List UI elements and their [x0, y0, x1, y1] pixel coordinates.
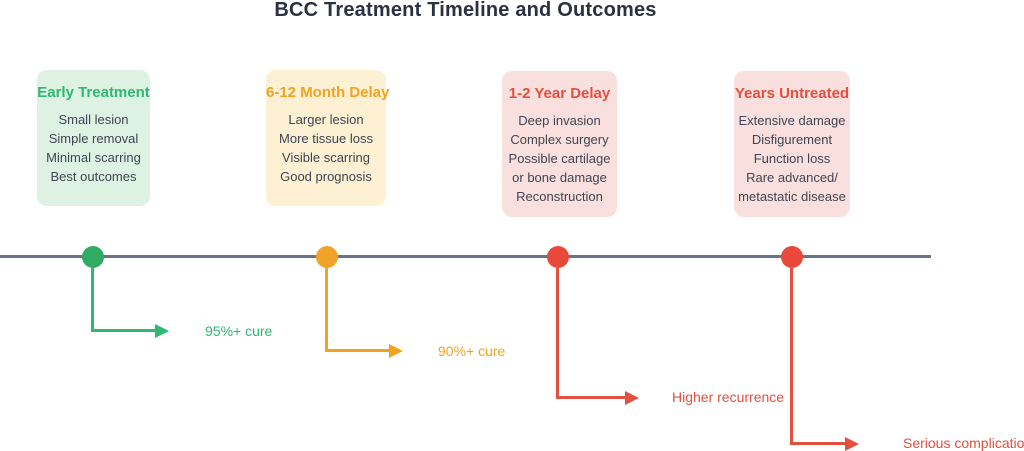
stage-card-title: Years Untreated [734, 85, 850, 102]
arrowhead-icon [155, 323, 169, 338]
arrow-1-2-year-delay [556, 268, 559, 398]
outcome-label-serious-complication: Serious complication [903, 435, 1024, 451]
milestone-dot-years-untreated [781, 246, 803, 268]
arrow-6-12-month-delay [325, 349, 389, 352]
outcome-label-95-cure: 95%+ cure [205, 323, 273, 339]
stage-card-1-2-year-delay: 1-2 Year Delay Deep invasion Complex sur… [502, 71, 617, 217]
stage-card-line: Extensive damage [738, 113, 846, 128]
arrow-early-treatment [91, 329, 155, 332]
stage-card-line: More tissue loss [279, 131, 373, 146]
arrowhead-icon [625, 390, 639, 405]
stage-card-line: metastatic disease [738, 189, 846, 204]
stage-card-years-untreated: Years Untreated Extensive damage Disfigu… [734, 71, 850, 217]
stage-card-line: or bone damage [512, 170, 607, 185]
stage-card-line: Function loss [753, 151, 831, 166]
stage-card-line: Possible cartilage [508, 151, 611, 166]
stage-card-title: Early Treatment [37, 84, 150, 101]
stage-card-line: Deep invasion [518, 113, 601, 128]
milestone-dot-1-2-year-delay [547, 246, 569, 268]
arrow-early-treatment [91, 268, 94, 331]
stage-card-line: Reconstruction [516, 189, 603, 204]
diagram-title: BCC Treatment Timeline and Outcomes [274, 0, 657, 21]
outcome-label-90-cure: 90%+ cure [438, 343, 506, 359]
stage-card-title: 6-12 Month Delay [266, 84, 390, 101]
arrow-years-untreated [790, 268, 793, 444]
milestone-dot-6-12-month-delay [316, 246, 338, 268]
stage-card-line: Minimal scarring [46, 150, 141, 165]
arrowhead-icon [389, 343, 403, 358]
stage-card-6-12-month-delay: 6-12 Month Delay Larger lesion More tiss… [266, 70, 390, 206]
stage-card-line: Small lesion [58, 112, 129, 127]
timeline-axis [0, 255, 931, 258]
stage-card-line: Good prognosis [280, 169, 372, 184]
stage-card-line: Visible scarring [282, 150, 370, 165]
stage-card-line: Larger lesion [288, 112, 364, 127]
stage-card-line: Disfigurement [751, 132, 833, 147]
stage-card-line: Best outcomes [50, 169, 137, 184]
outcome-label-higher-recurrence: Higher recurrence [672, 389, 785, 405]
stage-card-early-treatment: Early Treatment Small lesion Simple remo… [37, 70, 150, 206]
arrow-6-12-month-delay [325, 268, 328, 351]
stage-card-title: 1-2 Year Delay [508, 85, 611, 102]
milestone-dot-early-treatment [82, 246, 104, 268]
arrowhead-icon [845, 436, 859, 451]
stage-card-line: Simple removal [48, 131, 139, 146]
arrow-1-2-year-delay [556, 396, 625, 399]
stage-card-line: Rare advanced/ [746, 170, 838, 185]
arrow-years-untreated [790, 442, 845, 445]
stage-card-line: Complex surgery [510, 132, 609, 147]
